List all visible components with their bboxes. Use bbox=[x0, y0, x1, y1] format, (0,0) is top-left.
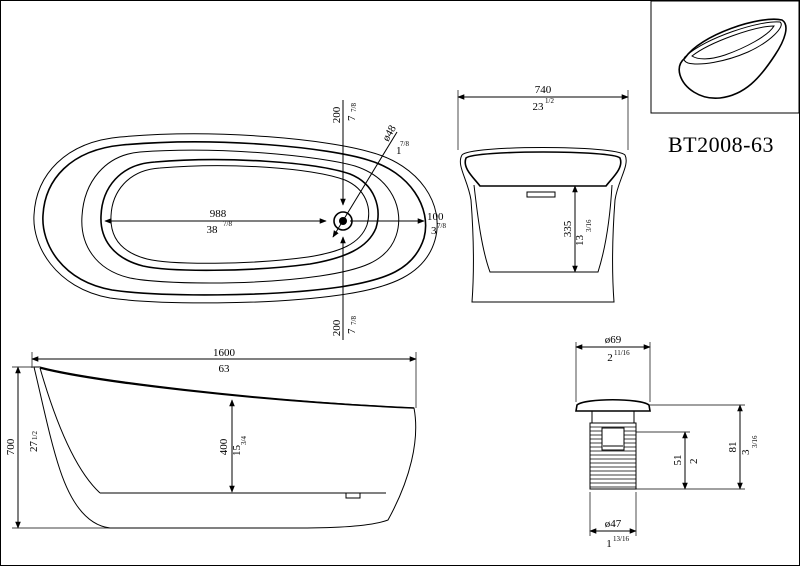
top-offset-bottom-mm: 200 bbox=[331, 319, 343, 336]
thumbnail-frame bbox=[650, 0, 800, 114]
side-view: 1600 63 400 15 3/4 700 27 1/2 bbox=[5, 347, 417, 529]
top-view: 988 38 7/8 200 7 7/8 200 7 7/8 ø48 1 7/8… bbox=[33, 100, 446, 340]
top-end-mm: 100 bbox=[427, 211, 444, 223]
side-view-rim-line bbox=[39, 367, 415, 409]
end-view-body bbox=[459, 147, 627, 303]
end-view: 740 23 1/2 335 13 3/16 bbox=[457, 84, 629, 303]
thumbnail-tub-inner bbox=[691, 25, 775, 60]
side-view-body bbox=[33, 366, 417, 529]
side-depth-in: 15 bbox=[231, 445, 243, 457]
drain-cap bbox=[575, 399, 651, 412]
top-offset-top-in: 7 bbox=[346, 115, 358, 121]
perspective-thumbnail bbox=[650, 0, 800, 114]
top-drain-dia: ø48 bbox=[380, 123, 399, 144]
end-depth-in-frac: 3/16 bbox=[585, 219, 593, 232]
drain-body-in-frac: 13/16 bbox=[613, 535, 629, 543]
end-width-in-frac: 1/2 bbox=[545, 97, 554, 105]
drain-cap-in: 2 bbox=[607, 352, 613, 364]
drain-flange bbox=[591, 410, 635, 424]
end-depth-in: 13 bbox=[574, 235, 586, 247]
top-end-in-frac: 7/8 bbox=[437, 222, 446, 230]
top-offset-top-frac: 7/8 bbox=[350, 103, 358, 112]
top-view-inner-basin bbox=[81, 149, 400, 284]
top-view-rim-edge bbox=[42, 141, 427, 296]
drain-detail: ø69 2 11/16 51 2 81 3 3/16 ø47 1 13/16 bbox=[575, 334, 759, 550]
end-width-mm: 740 bbox=[535, 84, 552, 96]
drain-total-mm: 81 bbox=[727, 442, 739, 453]
side-height-in-frac: 1/2 bbox=[31, 431, 39, 440]
side-view-inner-slope bbox=[39, 367, 101, 494]
side-view-drain bbox=[345, 492, 361, 499]
top-drain-in-frac: 7/8 bbox=[400, 140, 409, 148]
drain-thread-in: 2 bbox=[688, 459, 700, 465]
drain-thread-body bbox=[589, 422, 637, 490]
end-width-in: 23 bbox=[533, 101, 545, 113]
end-view-rim bbox=[464, 151, 622, 187]
top-view-basin-floor-inner bbox=[110, 165, 370, 264]
drain-cap-in-frac: 11/16 bbox=[614, 349, 630, 357]
top-offset-top-mm: 200 bbox=[331, 106, 343, 123]
side-length-in: 63 bbox=[219, 363, 231, 375]
drain-leader-line bbox=[332, 131, 398, 238]
thumbnail-tub-outer bbox=[678, 18, 787, 99]
side-length-mm: 1600 bbox=[213, 347, 236, 359]
drain-body-dia: ø47 bbox=[605, 518, 622, 530]
side-depth-in-frac: 3/4 bbox=[240, 436, 248, 445]
side-depth-mm: 400 bbox=[218, 438, 230, 455]
end-depth-mm: 335 bbox=[562, 220, 574, 237]
drain-window bbox=[601, 427, 625, 451]
top-view-outer-rim bbox=[33, 133, 438, 304]
drain-thread-mm: 51 bbox=[672, 455, 684, 466]
thumbnail-tub-rim bbox=[683, 21, 782, 65]
top-offset-bottom-in: 7 bbox=[346, 328, 358, 334]
top-view-basin-floor bbox=[100, 158, 379, 272]
top-length-in-frac: 7/8 bbox=[223, 220, 232, 228]
side-height-in: 27 bbox=[28, 441, 40, 453]
model-number: BT2008-63 bbox=[668, 132, 774, 157]
top-length-in: 38 bbox=[207, 224, 219, 236]
side-height-mm: 700 bbox=[5, 438, 17, 455]
top-offset-bottom-frac: 7/8 bbox=[350, 316, 358, 325]
drain-total-in-frac: 3/16 bbox=[751, 435, 759, 448]
drain-cap-dia: ø69 bbox=[605, 334, 622, 346]
end-view-overflow bbox=[526, 191, 556, 198]
drain-body-in: 1 bbox=[606, 538, 612, 550]
drain-total-in: 3 bbox=[740, 449, 752, 455]
end-view-basin bbox=[473, 184, 613, 273]
top-end-in: 3 bbox=[431, 225, 437, 237]
top-drain-in: 1 bbox=[396, 145, 402, 157]
top-length-mm: 988 bbox=[210, 208, 227, 220]
